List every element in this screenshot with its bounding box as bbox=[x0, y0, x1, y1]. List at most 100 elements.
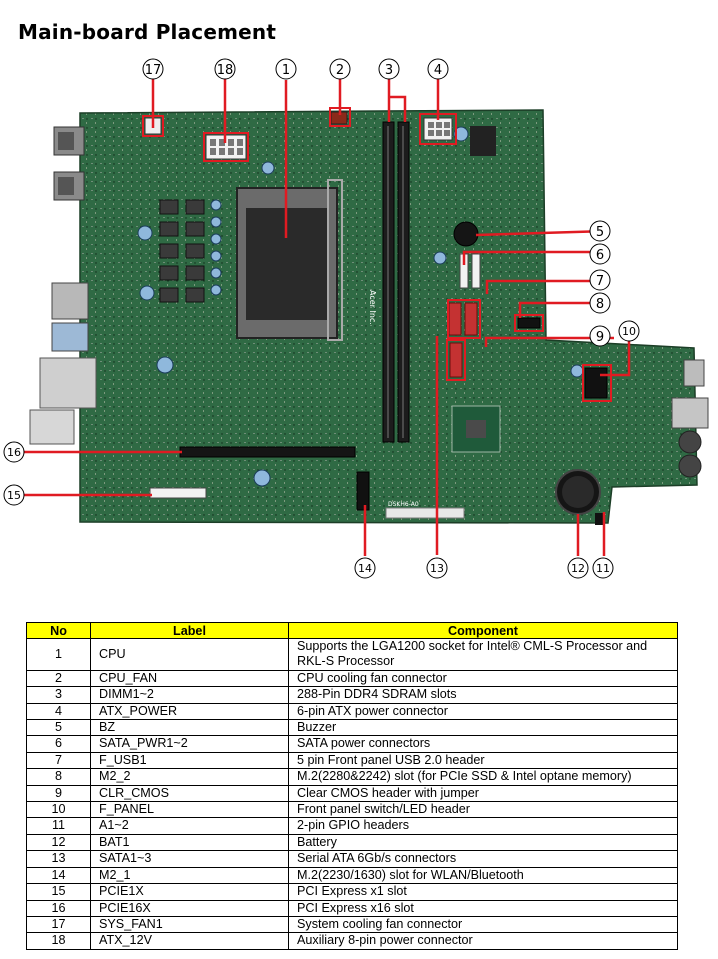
callout-7: 7 bbox=[589, 269, 611, 291]
callout-1: 1 bbox=[275, 58, 297, 80]
cell-label: CLR_CMOS bbox=[90, 784, 289, 803]
callout-12: 12 bbox=[567, 557, 589, 579]
atx-12v-connector bbox=[205, 134, 247, 160]
callout-3: 3 bbox=[378, 58, 400, 80]
svg-text:13: 13 bbox=[430, 562, 444, 575]
cell-label: SYS_FAN1 bbox=[90, 915, 289, 934]
callout-boxes bbox=[142, 107, 612, 402]
cell-no: 6 bbox=[26, 735, 91, 753]
m2-1-slot bbox=[356, 471, 370, 511]
cell-label: M2_1 bbox=[90, 866, 289, 885]
svg-text:2: 2 bbox=[336, 63, 344, 78]
cell-component: Serial ATA 6Gb/s connectors bbox=[288, 850, 678, 868]
svg-text:1: 1 bbox=[282, 63, 290, 78]
cell-component: CPU cooling fan connector bbox=[288, 669, 678, 688]
svg-text:12: 12 bbox=[571, 562, 585, 575]
callout-10: 10 bbox=[618, 320, 640, 342]
cell-component: Supports the LGA1200 socket for Intel® C… bbox=[288, 638, 678, 671]
svg-text:4: 4 bbox=[434, 63, 442, 78]
cell-component: SATA power connectors bbox=[288, 735, 678, 753]
callout-11: 11 bbox=[592, 557, 614, 579]
dimm-slots bbox=[382, 121, 410, 443]
atx-power-connector bbox=[423, 117, 453, 141]
cell-component: Auxiliary 8-pin power connector bbox=[288, 932, 678, 950]
cell-no: 14 bbox=[26, 866, 91, 885]
cell-component: System cooling fan connector bbox=[288, 915, 678, 934]
pcie1x-slot bbox=[149, 487, 207, 499]
front-io-ports bbox=[671, 359, 709, 478]
callout-2: 2 bbox=[329, 58, 351, 80]
cell-component: Battery bbox=[288, 833, 678, 852]
svg-text:7: 7 bbox=[596, 274, 604, 289]
cell-no: 11 bbox=[26, 817, 91, 835]
cell-no: 2 bbox=[26, 669, 91, 688]
svg-text:3: 3 bbox=[385, 63, 393, 78]
callout-15: 15 bbox=[3, 484, 25, 506]
cell-no: 15 bbox=[26, 883, 91, 901]
cell-label: SATA_PWR1~2 bbox=[90, 735, 289, 753]
cell-label: F_USB1 bbox=[90, 751, 289, 770]
callout-9: 9 bbox=[589, 325, 611, 347]
cell-label: F_PANEL bbox=[90, 801, 289, 819]
cell-no: 10 bbox=[26, 801, 91, 819]
svg-text:17: 17 bbox=[145, 63, 162, 78]
cell-label: PCIE16X bbox=[90, 899, 289, 917]
cell-no: 5 bbox=[26, 719, 91, 737]
svg-text:11: 11 bbox=[596, 562, 610, 575]
silkscreen-acer: Acer Inc. bbox=[368, 290, 377, 325]
m2-2-slot bbox=[517, 317, 541, 329]
silkscreen-model: DSKH6-A0 bbox=[388, 501, 419, 508]
buzzer bbox=[453, 221, 479, 247]
callout-4: 4 bbox=[427, 58, 449, 80]
callout-markers: 17 18 1 2 3 4 5 6 7 8 9 10 16 15 14 13 1… bbox=[3, 58, 640, 579]
callout-5: 5 bbox=[589, 220, 611, 242]
cell-label: BZ bbox=[90, 719, 289, 737]
cell-no: 13 bbox=[26, 850, 91, 868]
cell-component: Front panel switch/LED header bbox=[288, 801, 678, 819]
cell-label: A1~2 bbox=[90, 817, 289, 835]
cell-no: 12 bbox=[26, 833, 91, 852]
cell-component: PCI Express x1 slot bbox=[288, 883, 678, 901]
cell-no: 4 bbox=[26, 702, 91, 721]
cell-component: 6-pin ATX power connector bbox=[288, 702, 678, 721]
svg-text:6: 6 bbox=[596, 248, 604, 263]
header-label: Label bbox=[90, 622, 289, 639]
cell-component: 2-pin GPIO headers bbox=[288, 817, 678, 835]
cell-component: 5 pin Front panel USB 2.0 header bbox=[288, 751, 678, 770]
table-header-row: No Label Component bbox=[26, 622, 678, 639]
vrm-chokes bbox=[159, 199, 205, 303]
cell-no: 9 bbox=[26, 784, 91, 803]
callout-13: 13 bbox=[426, 557, 448, 579]
cell-label: CPU_FAN bbox=[90, 669, 289, 688]
cell-component: 288-Pin DDR4 SDRAM slots bbox=[288, 686, 678, 704]
cell-label: ATX_12V bbox=[90, 932, 289, 950]
cell-no: 3 bbox=[26, 686, 91, 704]
cell-label: M2_2 bbox=[90, 768, 289, 786]
svg-text:15: 15 bbox=[7, 489, 21, 502]
header-no: No bbox=[26, 622, 91, 639]
cell-no: 8 bbox=[26, 768, 91, 786]
cell-label: ATX_POWER bbox=[90, 702, 289, 721]
cell-component: M.2(2230/1630) slot for WLAN/Bluetooth bbox=[288, 866, 678, 885]
cell-no: 7 bbox=[26, 751, 91, 770]
svg-text:14: 14 bbox=[358, 562, 372, 575]
cell-label: DIMM1~2 bbox=[90, 686, 289, 704]
page-title: Main-board Placement bbox=[18, 20, 277, 44]
cell-label: BAT1 bbox=[90, 833, 289, 852]
motherboard-figure: Acer Inc. DSKH6-A0 bbox=[0, 50, 718, 590]
callout-8: 8 bbox=[589, 292, 611, 314]
rear-io-ports bbox=[29, 126, 97, 445]
